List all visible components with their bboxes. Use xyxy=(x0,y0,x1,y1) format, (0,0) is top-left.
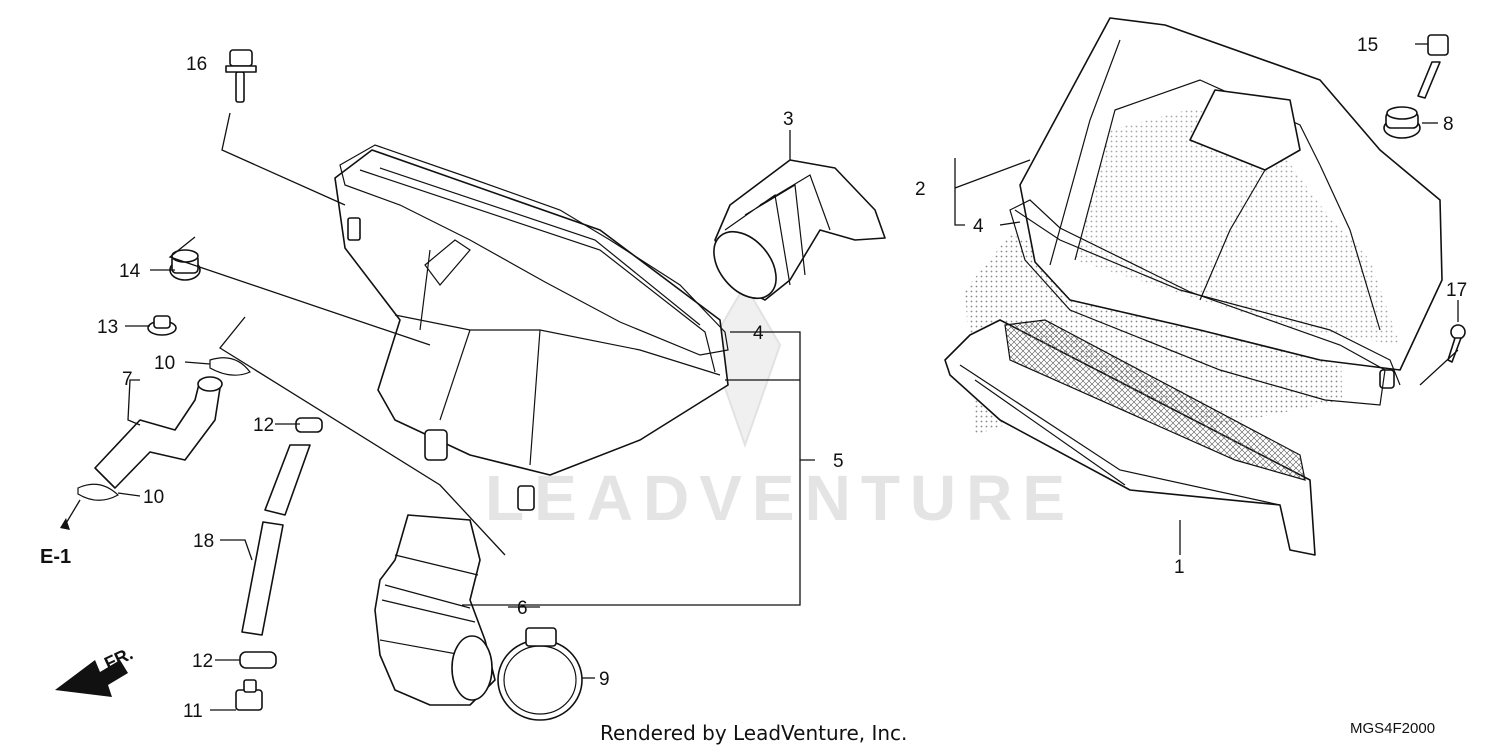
callout-2: 2 xyxy=(915,179,926,200)
callout-15: 15 xyxy=(1357,35,1378,56)
callout-3: 3 xyxy=(783,109,794,130)
callout-16: 16 xyxy=(186,54,207,75)
callout-11: 11 xyxy=(183,701,203,722)
intake-duct xyxy=(713,159,886,301)
clip-10-upper xyxy=(209,357,251,376)
callout-4-left: 4 xyxy=(753,323,764,344)
callout-13: 13 xyxy=(97,317,118,338)
callouts: 16 3 14 13 10 7 10 12 18 12 11 4 5 6 9 2… xyxy=(97,35,1467,722)
clamp-12-lower xyxy=(239,651,277,669)
reference-label: E-1 xyxy=(40,546,71,568)
bolt-15 xyxy=(1417,34,1449,99)
tube-18 xyxy=(241,521,284,636)
callout-17: 17 xyxy=(1446,280,1467,301)
callout-12-lower: 12 xyxy=(192,651,213,672)
reference-e1: E-1 xyxy=(40,518,71,568)
callout-14: 14 xyxy=(119,261,141,282)
drain-plug-11 xyxy=(235,679,263,711)
watermark: LEADVENTURE xyxy=(485,283,1075,534)
plug-13 xyxy=(147,315,177,336)
callout-10-upper: 10 xyxy=(154,353,175,374)
callout-12-upper: 12 xyxy=(253,415,274,436)
callout-6: 6 xyxy=(517,598,528,619)
cover-gasket xyxy=(1009,199,1386,406)
bolt-16 xyxy=(225,49,257,103)
intake-funnel xyxy=(374,514,496,706)
air-cleaner-case xyxy=(334,149,729,511)
tube-upper xyxy=(264,444,311,516)
front-arrow: FR. xyxy=(55,643,136,697)
watermark-text: LEADVENTURE xyxy=(485,462,1075,534)
callout-10-lower: 10 xyxy=(143,487,164,508)
grommet-8 xyxy=(1383,106,1421,139)
callout-1: 1 xyxy=(1174,557,1185,578)
callout-8: 8 xyxy=(1443,114,1454,135)
hose-7 xyxy=(94,376,223,489)
clip-10-lower xyxy=(77,483,120,501)
clamp-12-upper xyxy=(295,417,323,433)
callout-9: 9 xyxy=(599,669,610,690)
callout-7: 7 xyxy=(122,369,133,390)
footer-credit: Rendered by LeadVenture, Inc. xyxy=(600,721,907,745)
callout-5: 5 xyxy=(833,451,844,472)
band-clamp xyxy=(497,627,583,721)
case-gasket xyxy=(339,144,729,356)
leader-lines xyxy=(64,43,1459,711)
diagram-code: MGS4F2000 xyxy=(1350,720,1435,737)
callout-4-right: 4 xyxy=(973,216,984,237)
callout-18: 18 xyxy=(193,531,214,552)
air-filter-element xyxy=(944,319,1316,556)
